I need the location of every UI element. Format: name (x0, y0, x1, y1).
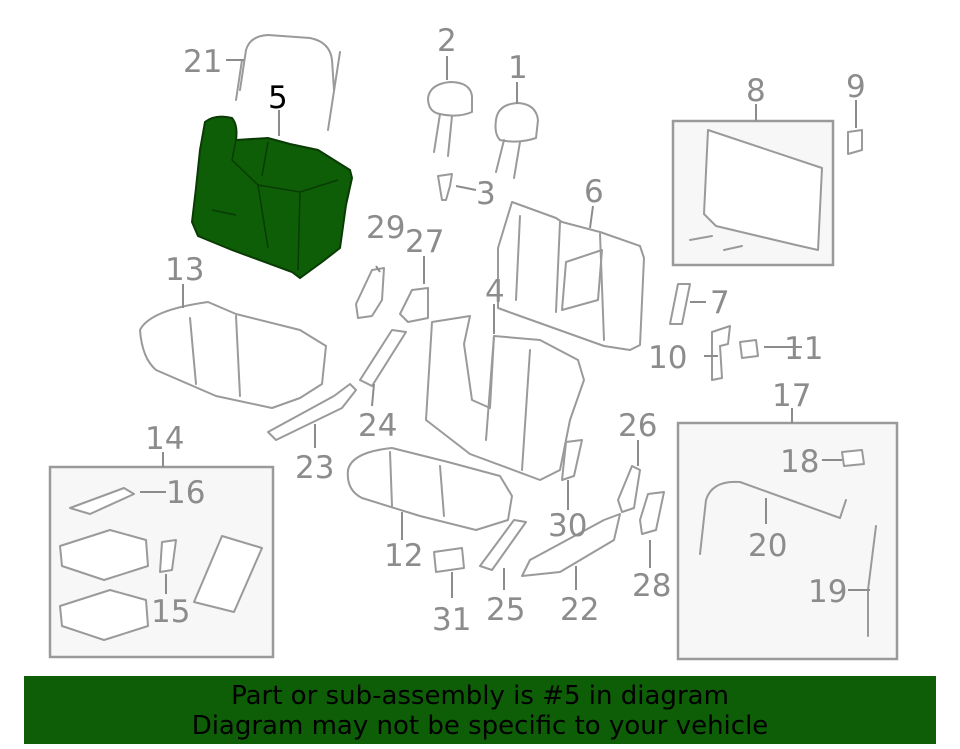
part-5-seat-back[interactable] (190, 115, 354, 280)
part-6-frame[interactable] (497, 201, 645, 351)
label-6: 6 (584, 174, 604, 210)
label-24: 24 (358, 408, 397, 444)
part-4-seat-back[interactable] (425, 315, 585, 481)
part-labels: 21 5 2 1 3 6 8 9 7 10 11 13 4 29 27 24 2… (145, 23, 866, 638)
leader-lines (140, 56, 870, 598)
label-2: 2 (437, 23, 457, 59)
part-29-trim[interactable] (355, 267, 385, 319)
part-22-rail[interactable] (521, 513, 621, 577)
label-13: 13 (165, 252, 204, 288)
part-5-seat-back-shape (190, 115, 354, 280)
part-3-pin[interactable] (437, 173, 453, 201)
part-31-block[interactable] (433, 547, 465, 573)
part-25-trim[interactable] (479, 519, 527, 571)
part-12-cushion[interactable] (346, 447, 513, 531)
label-3: 3 (476, 176, 496, 212)
part-8-panel[interactable] (689, 129, 823, 251)
banner-line-2: Diagram may not be specific to your vehi… (191, 711, 769, 741)
part-14-frame[interactable] (193, 535, 263, 613)
label-10: 10 (648, 340, 687, 376)
part-9-clip[interactable] (847, 129, 863, 155)
label-20: 20 (748, 528, 787, 564)
label-11: 11 (784, 331, 823, 367)
part-1-headrest[interactable] (494, 102, 539, 179)
label-1: 1 (508, 50, 528, 86)
part-24-trim[interactable] (359, 329, 407, 387)
label-8: 8 (746, 73, 766, 109)
part-10-bracket[interactable] (711, 325, 731, 381)
label-12: 12 (384, 538, 423, 574)
label-27: 27 (405, 224, 444, 260)
part-20-cable[interactable] (699, 480, 847, 555)
part-28-trim[interactable] (639, 491, 665, 535)
label-21: 21 (183, 44, 222, 80)
label-5: 5 (268, 80, 288, 116)
part-14-pad-2[interactable] (59, 589, 149, 641)
label-18: 18 (780, 444, 819, 480)
part-2-headrest[interactable] (427, 81, 473, 157)
label-9: 9 (846, 69, 866, 105)
label-14: 14 (145, 421, 184, 457)
part-11-cap[interactable] (739, 339, 759, 359)
label-31: 31 (432, 602, 471, 638)
banner-line-1: Part or sub-assembly is #5 in diagram (231, 681, 729, 711)
part-27-clip[interactable] (399, 287, 429, 323)
label-28: 28 (632, 568, 671, 604)
label-7: 7 (710, 285, 730, 321)
label-4: 4 (485, 274, 505, 310)
label-16: 16 (166, 475, 205, 511)
part-16-cover[interactable] (69, 487, 135, 515)
part-23-rail[interactable] (267, 383, 357, 441)
label-22: 22 (560, 592, 599, 628)
parts-diagram: 21 5 2 1 3 6 8 9 7 10 11 13 4 29 27 24 2… (48, 23, 899, 661)
label-26: 26 (618, 408, 657, 444)
label-23: 23 (295, 450, 334, 486)
label-15: 15 (151, 594, 190, 630)
label-25: 25 (486, 592, 525, 628)
info-banner: Part or sub-assembly is #5 in diagram Di… (24, 676, 936, 744)
part-13-cushion[interactable] (139, 301, 327, 409)
part-18-clip[interactable] (841, 449, 865, 467)
part-26-trim[interactable] (617, 465, 641, 513)
part-30-clip[interactable] (561, 439, 583, 481)
part-14-pad-1[interactable] (59, 529, 149, 581)
label-30: 30 (548, 508, 587, 544)
part-7-plate[interactable] (669, 283, 691, 325)
part-21-rod[interactable] (235, 34, 341, 131)
label-19: 19 (808, 574, 847, 610)
label-29: 29 (366, 210, 405, 246)
label-17: 17 (772, 378, 811, 414)
part-15-clip[interactable] (159, 539, 177, 573)
